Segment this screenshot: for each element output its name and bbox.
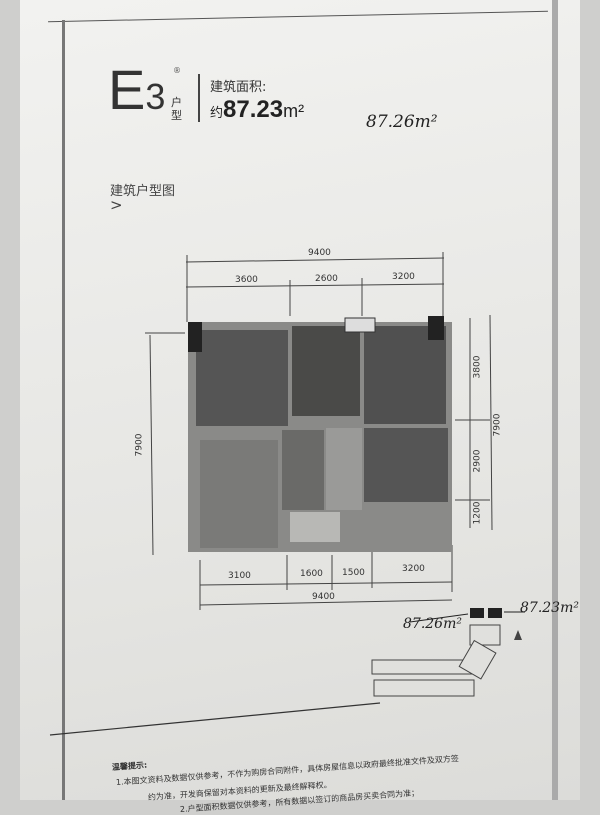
building-siteplan <box>470 608 502 618</box>
highlighted-unit <box>488 608 502 618</box>
unit-letter: E <box>108 58 146 121</box>
floor-plan-rooms <box>188 316 452 552</box>
dimension-label: 9400 <box>312 592 335 602</box>
area-label: 建筑面积: <box>210 80 267 95</box>
dimension-label: 2600 <box>315 274 338 284</box>
chevron-icon: > <box>110 196 123 214</box>
ac-unit-box <box>344 317 376 333</box>
dimension-label: 1600 <box>300 569 323 579</box>
dimension-label: 3600 <box>235 275 258 285</box>
dimension-label: 7900 <box>134 433 145 457</box>
unit-number: 3 <box>145 76 166 117</box>
kitchen <box>282 430 324 510</box>
dimension-label: 1500 <box>342 568 365 578</box>
registered-mark: ® <box>173 66 181 75</box>
divider <box>49 702 381 736</box>
plan-title: 建筑户型图 <box>110 184 176 199</box>
area-unit: m² <box>283 101 305 121</box>
dining-area <box>200 440 278 548</box>
unit-code: E3 <box>108 62 165 118</box>
divider <box>198 74 200 122</box>
column <box>188 322 202 352</box>
bathroom <box>326 428 362 510</box>
master-bedroom <box>364 326 446 424</box>
balcony <box>290 512 340 542</box>
dimension-label: 3200 <box>392 272 415 282</box>
handwritten-arrow <box>409 613 469 623</box>
bedroom <box>364 428 448 502</box>
handwritten-note: 87.23m² <box>520 600 579 616</box>
dimension-label: 2900 <box>472 449 483 473</box>
unit-type-label: 户型 <box>171 96 182 122</box>
dimension-label: 3100 <box>228 571 251 581</box>
area-prefix: 约 <box>210 105 224 120</box>
siteplan-blocks <box>371 624 501 697</box>
north-arrow-icon <box>514 630 522 640</box>
dimension-label: 7900 <box>492 413 503 437</box>
living-room <box>196 330 288 426</box>
dimension-lines <box>145 252 493 610</box>
frame-border <box>552 0 558 800</box>
dimension-label: 3200 <box>402 564 425 574</box>
dimension-label: 3800 <box>472 355 483 379</box>
frame-border <box>62 20 65 800</box>
bedroom <box>292 326 360 416</box>
highlighted-unit <box>470 608 484 618</box>
dimension-label: 1200 <box>472 501 483 525</box>
column <box>428 316 444 340</box>
area-value: 约87.23m² <box>210 96 304 124</box>
handwritten-note: 87.26m² <box>403 616 462 632</box>
handwritten-note: 87.26m² <box>366 112 438 132</box>
area-number: 87.23 <box>223 96 284 123</box>
dimension-label: 9400 <box>308 248 331 258</box>
